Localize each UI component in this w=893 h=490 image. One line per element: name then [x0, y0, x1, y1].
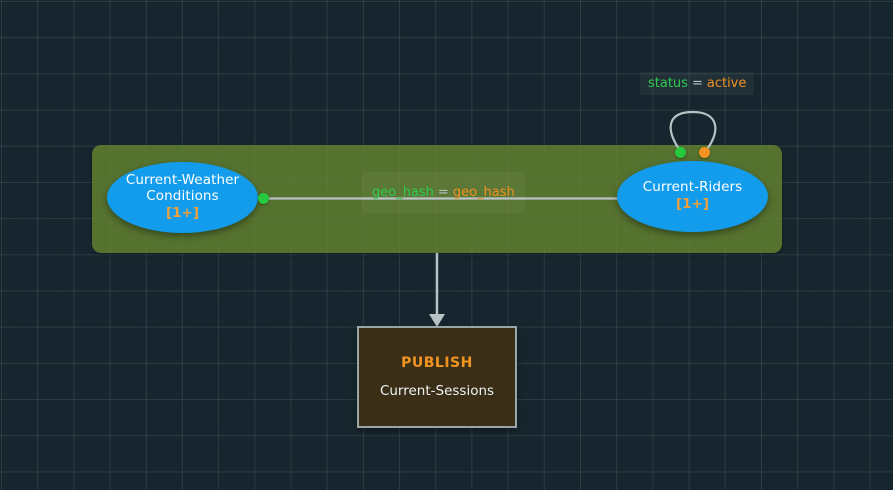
node-current-weather-conditions[interactable]: Current-Weather Conditions [1+] [107, 162, 258, 233]
edge-label-filter[interactable]: status = active [640, 72, 755, 95]
edge-label-join[interactable]: geo_hash = geo_hash [362, 172, 525, 213]
edge-label-right-value: active [706, 76, 747, 91]
edge-label-left-field: geo_hash [372, 185, 434, 200]
publish-kind-label: PUBLISH [401, 355, 473, 371]
connector-dot-orange[interactable] [699, 147, 710, 158]
publish-node[interactable]: PUBLISH Current-Sessions [357, 326, 517, 428]
connector-dot-green[interactable] [258, 193, 269, 204]
node-current-riders[interactable]: Current-Riders [1+] [617, 161, 768, 232]
publish-stream-name: Current-Sessions [379, 383, 495, 399]
node-cardinality: [1+] [675, 196, 710, 212]
edge-label-operator: = [437, 185, 449, 200]
connector-dot-green[interactable] [675, 147, 686, 158]
node-label: Current-Weather Conditions [125, 172, 240, 205]
node-label: Current-Riders [642, 179, 743, 196]
edge-label-right-field: geo_hash [452, 185, 515, 200]
edge-label-left-field: status [648, 76, 688, 91]
edge-label-operator: = [691, 76, 703, 91]
node-cardinality: [1+] [165, 204, 200, 221]
